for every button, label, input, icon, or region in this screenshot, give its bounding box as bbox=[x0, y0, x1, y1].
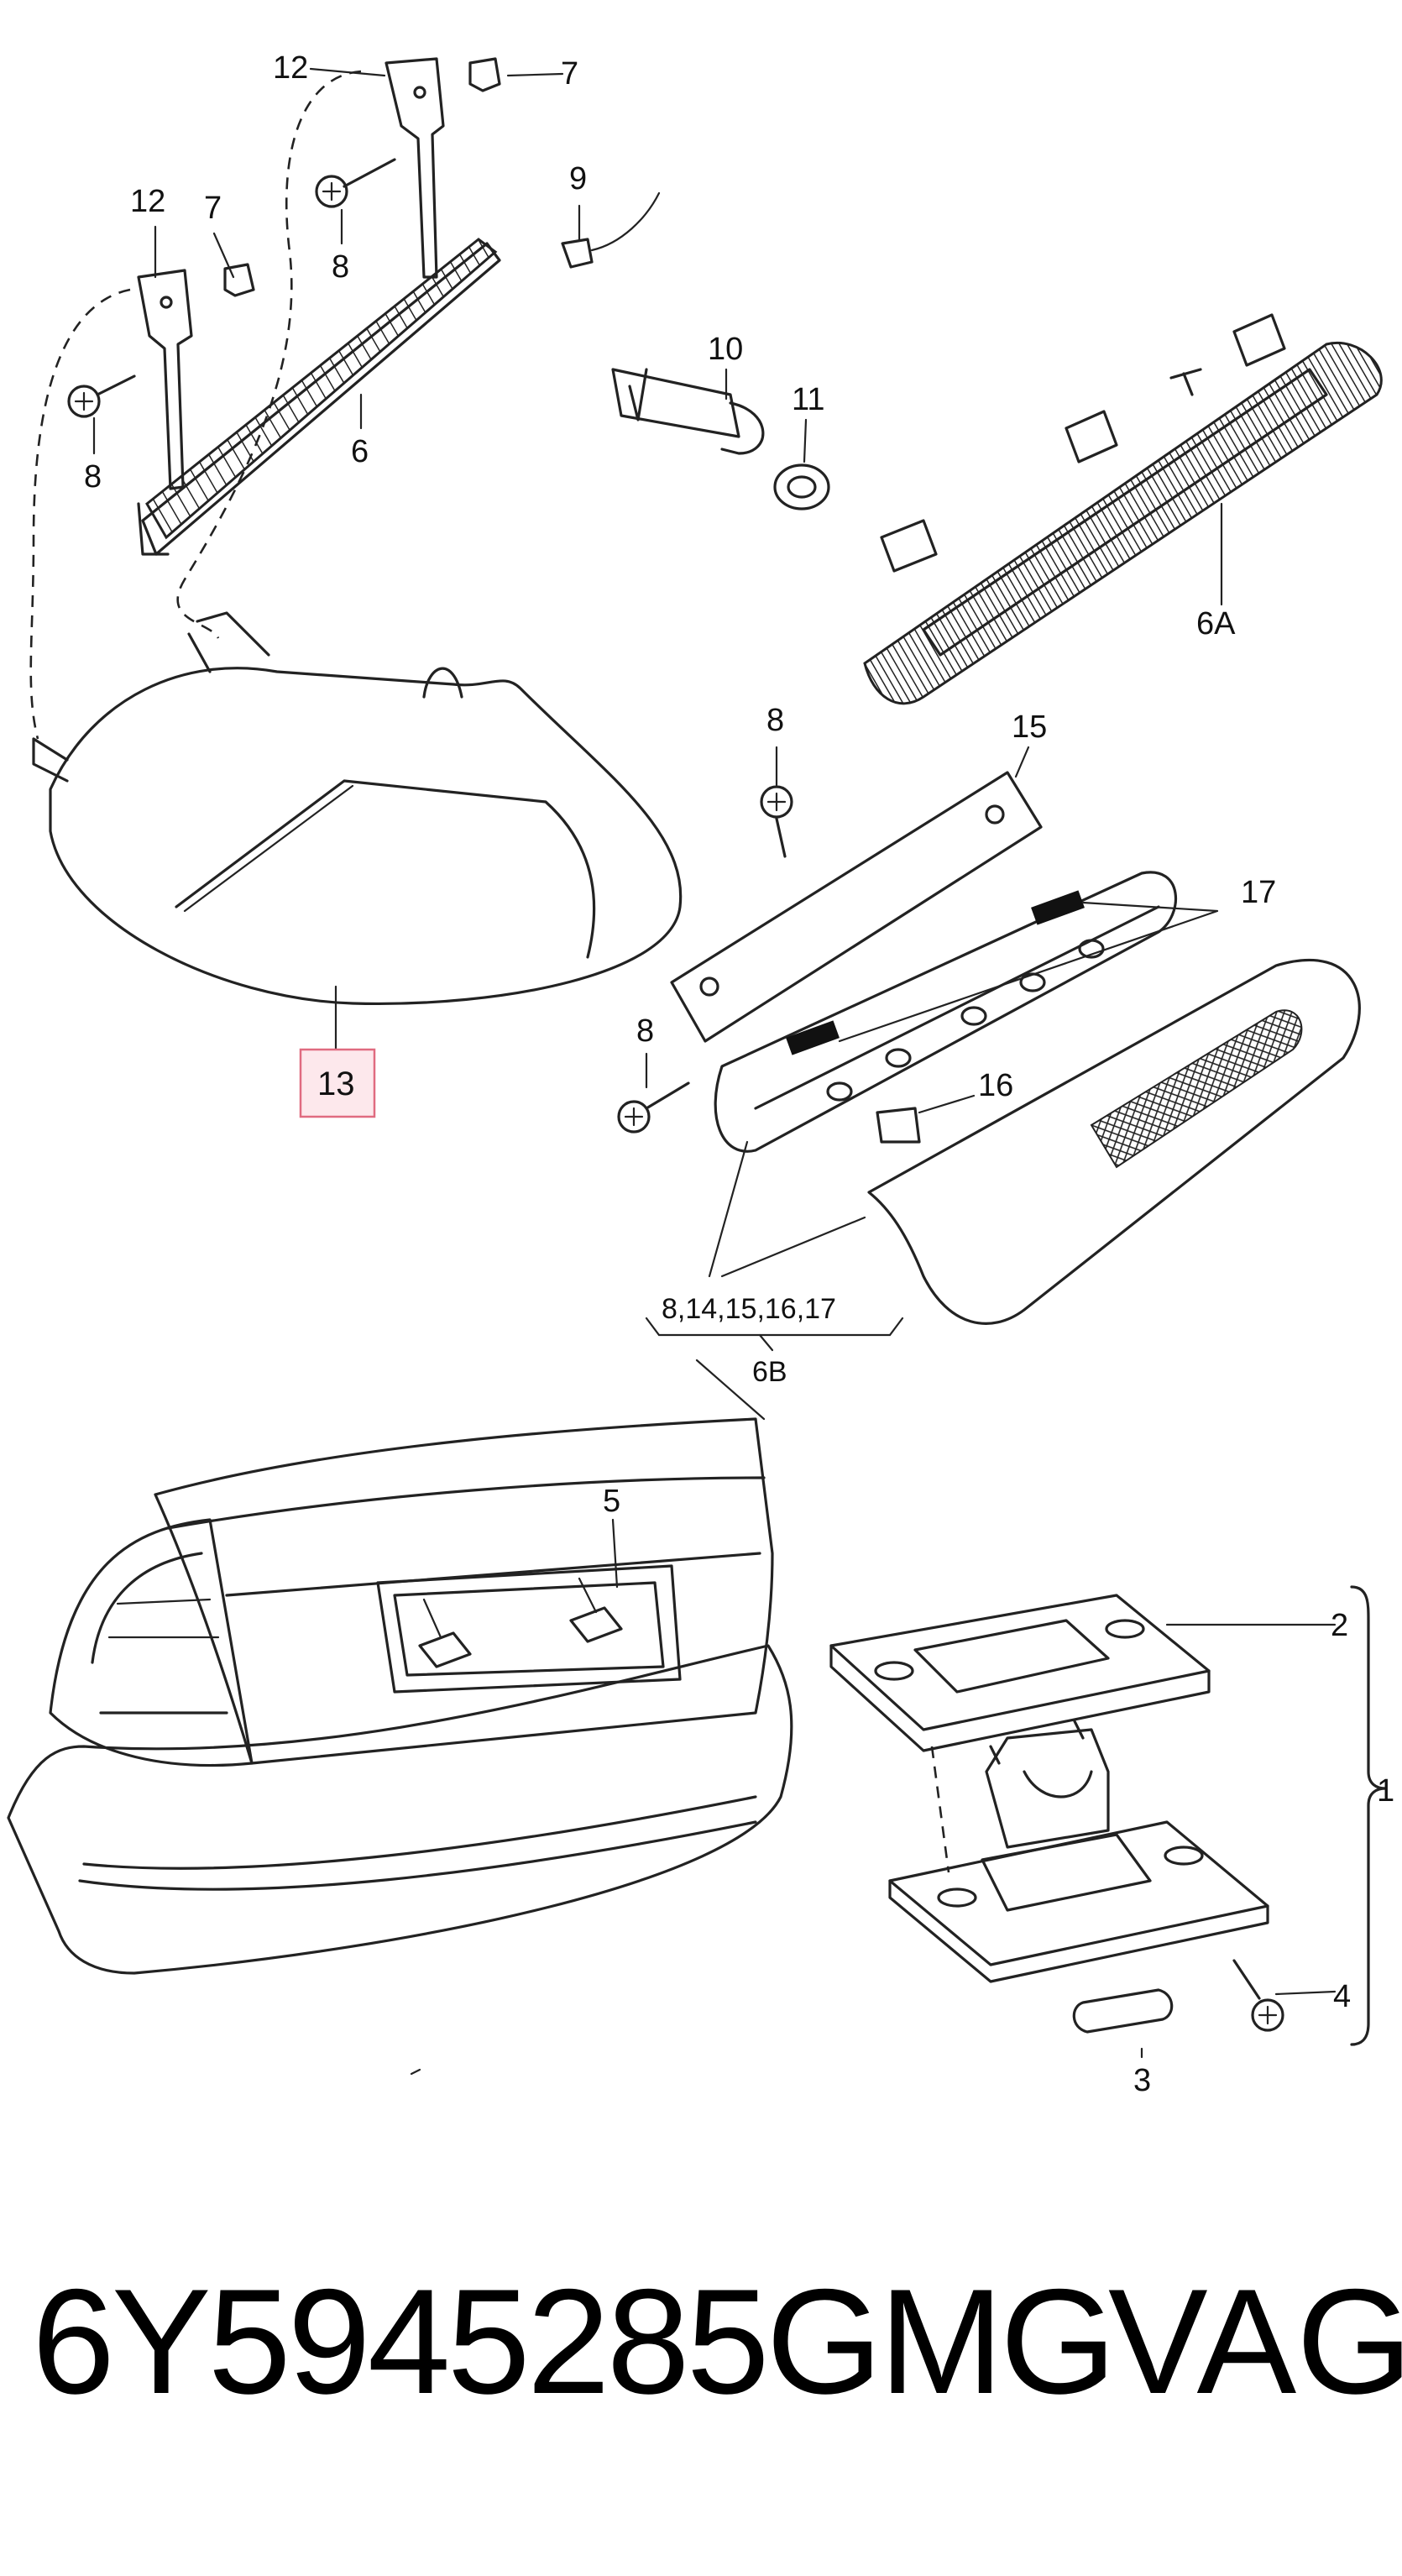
callout-16: 16 bbox=[978, 1068, 1013, 1103]
callout-11: 11 bbox=[792, 382, 824, 417]
callout-6B: 6B bbox=[752, 1356, 787, 1388]
callout-8-housing-left: 8 bbox=[636, 1013, 654, 1049]
callout-labels: 12 7 12 7 8 8 6 9 10 11 6A 8 15 17 8 16 … bbox=[84, 50, 1394, 2098]
license-light-assembly bbox=[829, 1585, 1387, 2059]
callout-1: 1 bbox=[1377, 1773, 1394, 1809]
callout-15: 15 bbox=[1012, 709, 1047, 745]
callout-7-upper: 7 bbox=[561, 56, 578, 92]
callout-3: 3 bbox=[1133, 2063, 1151, 2098]
car-rear-bumper bbox=[7, 1359, 793, 2076]
upper-bracket-assembly bbox=[29, 57, 564, 740]
callout-2: 2 bbox=[1331, 1608, 1348, 1643]
rear-window-13 bbox=[32, 611, 683, 1051]
screw-8-lower bbox=[67, 374, 136, 418]
callout-9: 9 bbox=[569, 161, 587, 196]
light-housing-6B bbox=[617, 746, 1361, 1352]
callout-4: 4 bbox=[1333, 1979, 1351, 2014]
callout-6: 6 bbox=[351, 434, 369, 469]
callout-17: 17 bbox=[1241, 875, 1276, 910]
brake-light-6A bbox=[863, 313, 1383, 705]
wire-9 bbox=[561, 191, 661, 269]
washer-11 bbox=[773, 418, 830, 510]
callout-13: 13 bbox=[317, 1065, 355, 1102]
callout-6A: 6A bbox=[1196, 606, 1236, 641]
callout-12-upper: 12 bbox=[273, 50, 308, 86]
callout-8-housing-top: 8 bbox=[766, 703, 784, 738]
bulb-holder-10 bbox=[611, 368, 765, 455]
callout-8-lower: 8 bbox=[84, 459, 102, 495]
callout-12-lower: 12 bbox=[130, 184, 165, 219]
brand-label: VAG bbox=[1108, 2258, 1402, 2425]
screw-8-upper bbox=[315, 158, 396, 208]
part-number-label: 6Y5945285GMG bbox=[32, 2258, 1117, 2425]
callout-6B-parts: 8,14,15,16,17 bbox=[662, 1293, 836, 1325]
callout-5: 5 bbox=[603, 1484, 620, 1519]
callout-8-upper: 8 bbox=[332, 249, 349, 285]
callout-13-highlight bbox=[299, 1048, 376, 1118]
callout-7-lower: 7 bbox=[204, 191, 222, 226]
callout-10: 10 bbox=[708, 332, 743, 367]
